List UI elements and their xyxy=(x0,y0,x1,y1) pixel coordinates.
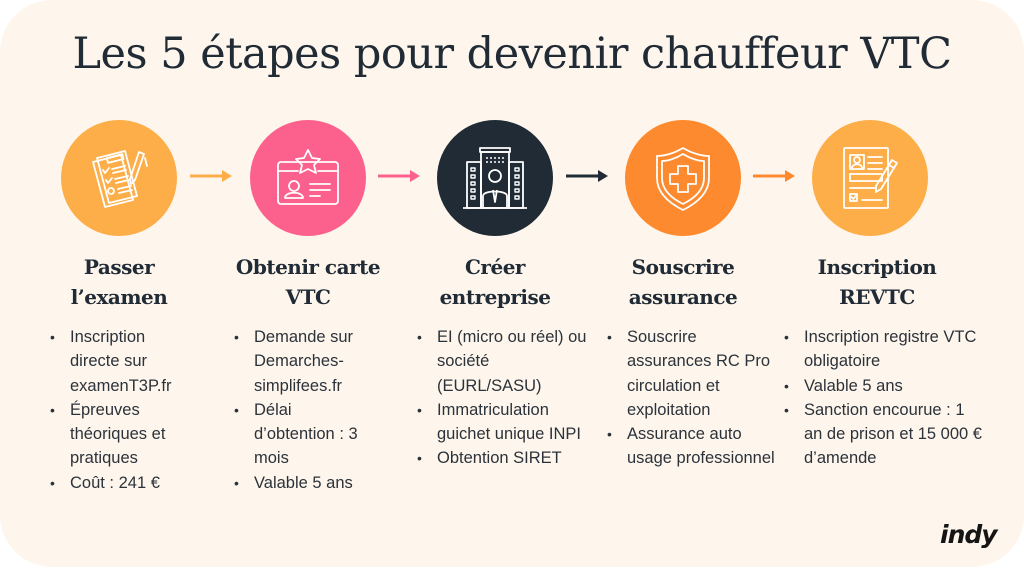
step-3-title: Créer entreprise xyxy=(410,252,580,312)
step-2-circle xyxy=(250,120,366,236)
bullet-item: EI (micro ou réel) ou société (EURL/SASU… xyxy=(415,325,587,398)
step-5-circle xyxy=(812,120,928,236)
indy-logo: indy xyxy=(940,520,998,549)
step-title-line: REVTC xyxy=(839,285,915,309)
bullet-item: Assurance auto usage professionnel xyxy=(605,422,777,471)
step-1-bullets: Inscription directe sur examenT3P.fr Épr… xyxy=(48,325,178,495)
bullet-item: Inscription registre VTC obligatoire xyxy=(782,325,982,374)
arrow-right-icon xyxy=(566,170,608,182)
step-4-bullets: Souscrire assurances RC Pro circulation … xyxy=(605,325,777,471)
bullet-item: Immatriculation guichet unique INPI xyxy=(415,398,587,447)
business-building-icon xyxy=(463,147,527,209)
page-title: Les 5 étapes pour devenir chauffeur VTC xyxy=(72,29,953,79)
step-title-line: Créer xyxy=(465,255,525,279)
bullet-item: Valable 5 ans xyxy=(782,374,982,399)
shield-cross-icon xyxy=(656,147,710,211)
step-5-bullets: Inscription registre VTC obligatoire Val… xyxy=(782,325,982,471)
step-1-title: Passer l’examen xyxy=(34,252,204,312)
step-title-line: VTC xyxy=(285,285,331,309)
step-title-line: Souscrire xyxy=(631,255,735,279)
bullet-item: Demande sur Demarches-simplifees.fr xyxy=(232,325,372,398)
bullet-item: Sanction encourue : 1 an de prison et 15… xyxy=(782,398,982,471)
step-2-bullets: Demande sur Demarches-simplifees.fr Déla… xyxy=(232,325,372,495)
bullet-item: Épreuves théoriques et pratiques xyxy=(48,398,178,471)
step-3-circle xyxy=(437,120,553,236)
bullet-item: Souscrire assurances RC Pro circulation … xyxy=(605,325,777,422)
step-2-title: Obtenir carte VTC xyxy=(223,252,393,312)
id-card-star-icon xyxy=(277,149,339,205)
bullet-item: Coût : 241 € xyxy=(48,471,178,496)
step-title-line: Inscription xyxy=(817,255,937,279)
bullet-item: Inscription directe sur examenT3P.fr xyxy=(48,325,178,398)
step-title-line: assurance xyxy=(628,285,738,309)
exam-checklist-icon xyxy=(92,150,148,208)
registration-form-icon xyxy=(843,147,898,209)
bullet-item: Obtention SIRET xyxy=(415,446,587,471)
bullet-item: Valable 5 ans xyxy=(232,471,372,496)
step-title-line: Obtenir carte xyxy=(235,255,381,279)
arrow-right-icon xyxy=(753,170,795,182)
step-3-bullets: EI (micro ou réel) ou société (EURL/SASU… xyxy=(415,325,587,471)
step-title-line: l’examen xyxy=(70,285,168,309)
step-4-title: Souscrire assurance xyxy=(598,252,768,312)
step-title-line: Passer xyxy=(83,255,155,279)
arrow-right-icon xyxy=(190,170,232,182)
step-1-circle xyxy=(61,120,177,236)
bullet-item: Délai d’obtention : 3 mois xyxy=(232,398,372,471)
step-title-line: entreprise xyxy=(439,285,551,309)
arrow-right-icon xyxy=(378,170,420,182)
step-5-title: Inscription REVTC xyxy=(792,252,962,312)
step-4-circle xyxy=(625,120,741,236)
